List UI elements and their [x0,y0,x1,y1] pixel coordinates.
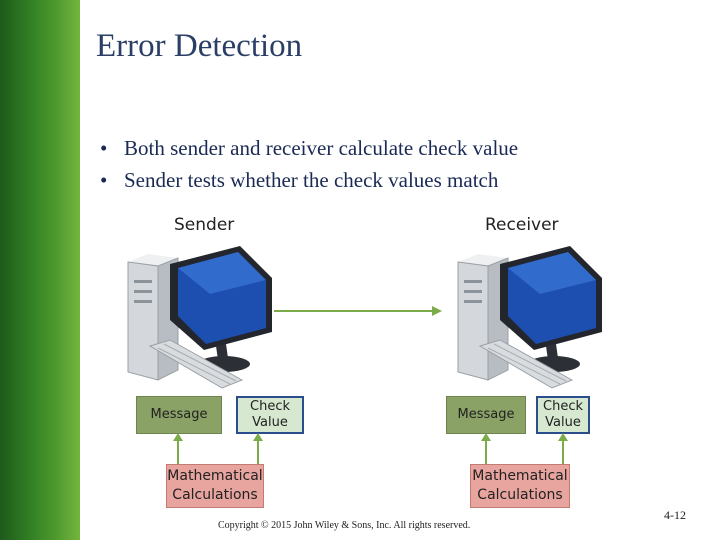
bullet-text: Both sender and receiver calculate check… [124,136,519,160]
sender-label: Sender [174,215,235,235]
receiver-message-box: Message [446,396,526,434]
bullet-glyph: • [100,168,108,192]
bullet-glyph: • [100,136,108,160]
receiver-check-value-box: Check Value [536,396,590,434]
bullet-list: • Both sender and receiver calculate chec… [100,132,518,196]
bullet-text: Sender tests whether the check values ma… [124,168,499,192]
bullet-item: • Sender tests whether the check values m… [100,164,518,196]
arrow-up-icon [558,433,568,464]
desktop-computer-icon [457,246,602,389]
bullet-item: • Both sender and receiver calculate chec… [100,132,518,164]
desktop-computer-icon [127,246,272,389]
sender-message-box: Message [136,396,222,434]
receiver-label: Receiver [485,215,559,235]
arrow-right-icon [274,306,442,316]
sender-check-value-box: Check Value [236,396,304,434]
arrow-up-icon [481,433,491,464]
page-number: 4-12 [664,508,686,522]
receiver-calculations-box: Mathematical Calculations [470,464,570,508]
arrow-up-icon [253,433,263,464]
sidebar-accent [0,0,80,540]
arrow-up-icon [173,433,183,464]
slide-title: Error Detection [96,28,303,64]
sender-calculations-box: Mathematical Calculations [166,464,264,508]
copyright-notice: Copyright © 2015 John Wiley & Sons, Inc.… [218,520,471,531]
